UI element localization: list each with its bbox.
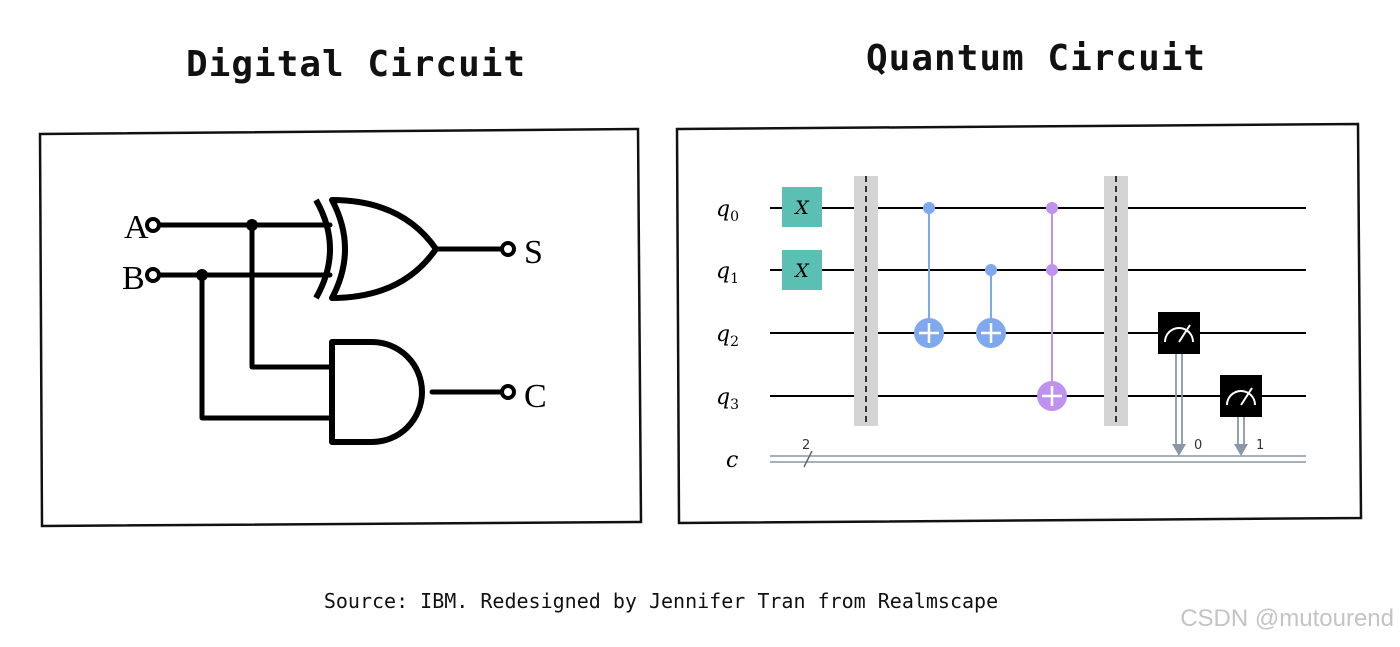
xor-input-arc (313, 198, 333, 300)
measure-bit-0: 0 (1194, 438, 1202, 453)
qubit-label-q0: q0 (716, 197, 739, 225)
digital-panel-frame (38, 127, 643, 528)
classical-bundle-slash (803, 450, 813, 468)
output-c-label: C (524, 378, 547, 415)
junction-a (246, 219, 258, 231)
digital-circuit-title: Digital Circuit (186, 44, 527, 85)
barrier-1 (854, 176, 878, 426)
source-caption: Source: IBM. Redesigned by Jennifer Tran… (323, 589, 999, 613)
input-a-label: A (124, 209, 149, 246)
xor-gate (313, 197, 439, 301)
half-adder-wires (157, 222, 505, 421)
quantum-panel-frame (675, 122, 1363, 525)
measure-bit-1: 1 (1256, 438, 1264, 453)
meter-icon (1226, 390, 1256, 406)
meter-box-q3 (1220, 375, 1262, 417)
watermark: CSDN @mutourend (1180, 605, 1394, 632)
svg-text:X: X (793, 197, 810, 219)
output-s-label: S (524, 234, 543, 271)
meter-icon (1164, 327, 1194, 343)
svg-text:X: X (793, 260, 810, 282)
x-gate-q0: X (782, 187, 822, 227)
barrier-2 (1104, 176, 1128, 426)
xor-body (329, 197, 439, 301)
junction-b (196, 269, 208, 281)
classical-register-label: c (726, 448, 738, 473)
output-c-terminal (500, 384, 516, 400)
and-gate (329, 339, 425, 445)
qubit-wires (770, 207, 1306, 397)
cnot-q0-q2 (914, 202, 944, 348)
output-s-terminal (500, 241, 516, 257)
x-gate-q1: X (782, 250, 822, 290)
quantum-circuit-title: Quantum Circuit (866, 38, 1207, 79)
digital-circuit-panel: A B S C (38, 127, 643, 528)
wire-a-to-and (249, 222, 335, 370)
cnot-q1-q2 (976, 264, 1006, 348)
input-b-label: B (122, 260, 145, 297)
input-b-terminal (145, 267, 161, 283)
qubit-label-q3: q3 (716, 385, 739, 413)
meter-box-q2 (1158, 312, 1200, 354)
measure-q2: 0 (1158, 312, 1202, 456)
input-a-terminal (145, 217, 161, 233)
wire-b-to-and (199, 272, 335, 421)
qubit-label-q1: q1 (716, 259, 739, 287)
classical-width-label: 2 (802, 438, 810, 453)
qubit-label-q2: q2 (716, 322, 739, 350)
classical-wire (770, 450, 1306, 468)
toffoli-q0-q1-q3 (1037, 202, 1067, 411)
measure-q3: 1 (1220, 375, 1264, 456)
quantum-circuit-panel: 2 q0 q1 q2 q3 c X X (675, 122, 1363, 525)
